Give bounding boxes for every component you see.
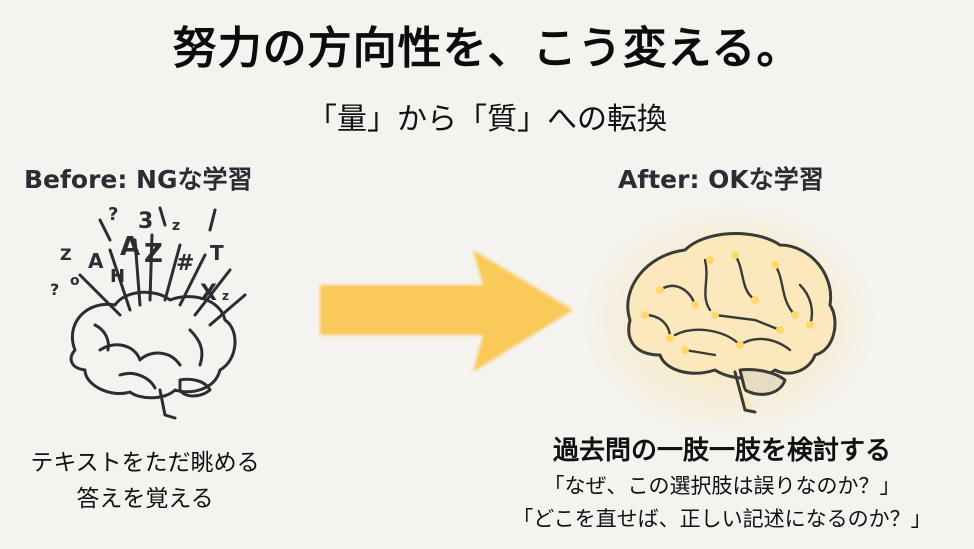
svg-text:H: H (110, 266, 125, 287)
svg-text:Z: Z (60, 245, 72, 264)
glowing-brain-icon (626, 232, 837, 414)
slide-title: 努力の方向性を、こう変える。 (172, 23, 802, 74)
before-description: テキストをただ眺める 答えを覚える (0, 445, 290, 517)
svg-text:A: A (120, 232, 140, 262)
after-description: 過去問の一肢一肢を検討する 「なぜ、この選択肢は誤りなのか？」 「どこを直せば、… (470, 432, 974, 536)
after-question-1: 「なぜ、この選択肢は誤りなのか？」 (543, 474, 901, 498)
before-line-1: テキストをただ眺める (30, 450, 260, 476)
svg-text:A: A (88, 249, 104, 273)
after-question-2: 「どこを直せば、正しい記述になるのか？」 (512, 507, 932, 531)
svg-text:#: # (176, 251, 194, 276)
svg-text:T: T (210, 241, 224, 265)
svg-text:z: z (172, 218, 180, 234)
svg-text:?: ? (50, 280, 59, 299)
svg-text:X: X (200, 281, 217, 306)
after-heading: After: OKな学習 (618, 165, 824, 194)
svg-text:3: 3 (138, 209, 153, 234)
before-heading: Before: NGな学習 (24, 165, 253, 194)
chaotic-brain-icon: 3 A Z A ? # X T H ? Z z z o (50, 204, 247, 420)
slide-subtitle: 「量」から「質」への転換 (307, 102, 667, 137)
svg-text:Z: Z (144, 239, 163, 269)
after-main-text: 過去問の一肢一肢を検討する (552, 436, 891, 466)
svg-text:?: ? (108, 204, 118, 225)
svg-text:o: o (70, 273, 80, 289)
before-line-2: 答えを覚える (76, 486, 214, 512)
svg-text:z: z (222, 289, 229, 303)
arrow-right-icon (320, 250, 573, 372)
